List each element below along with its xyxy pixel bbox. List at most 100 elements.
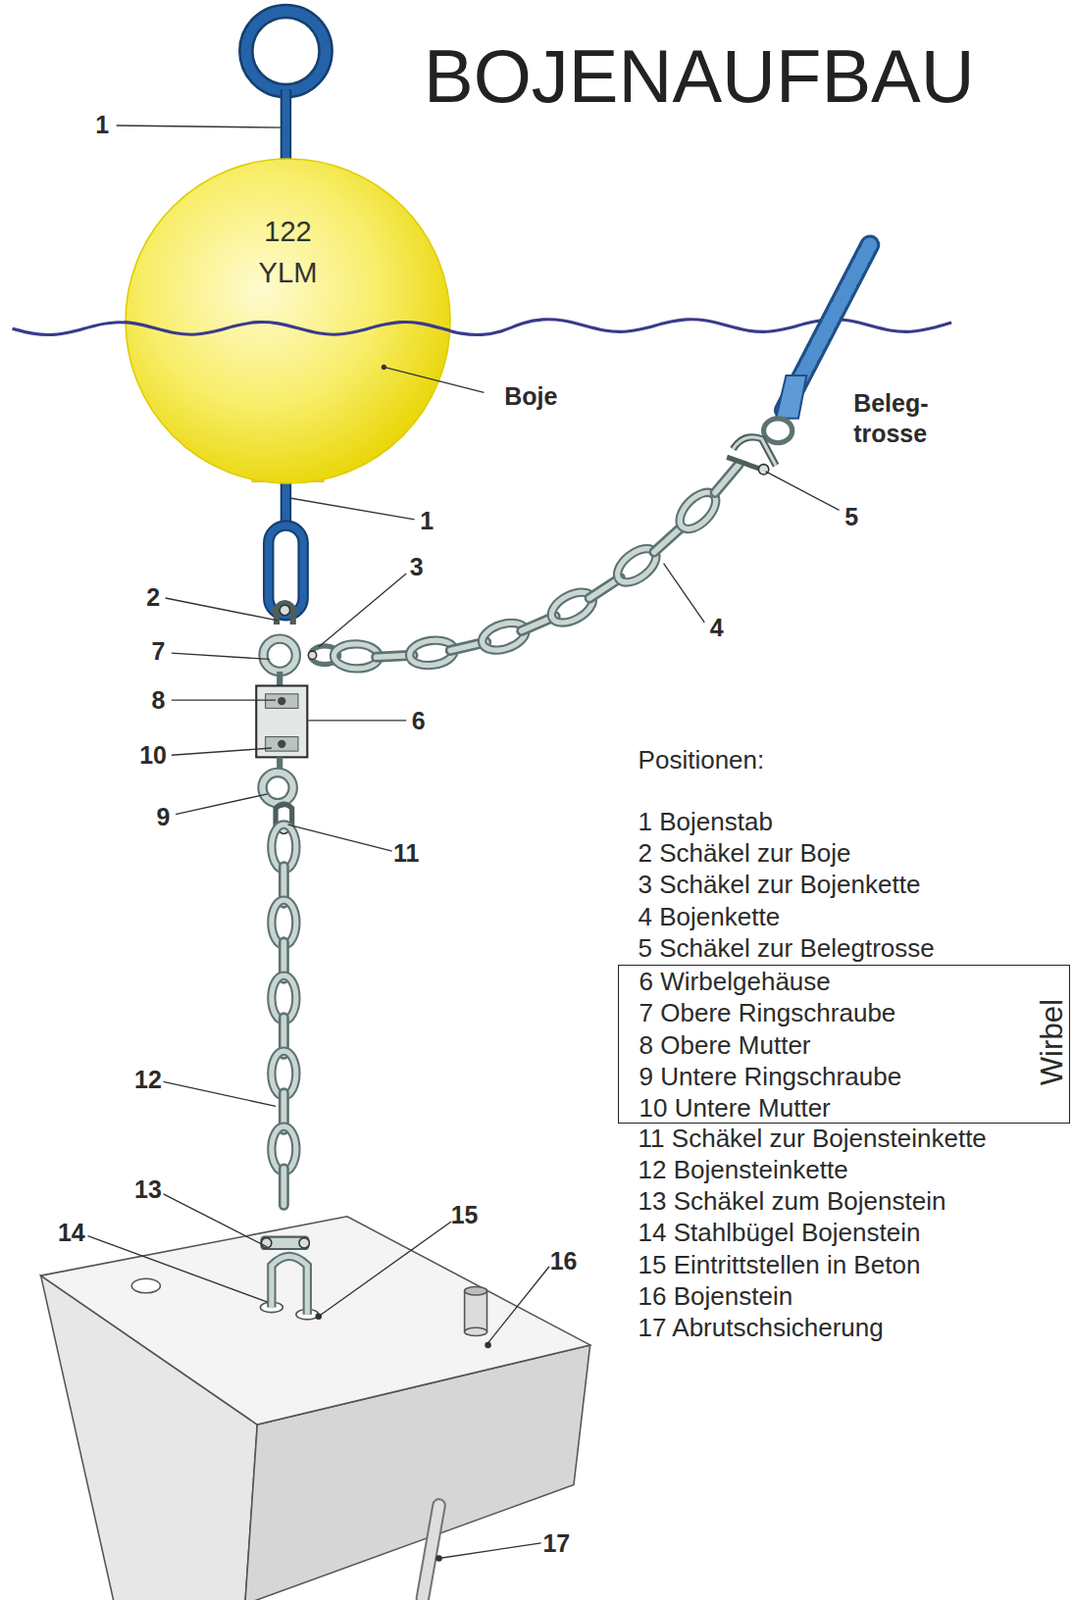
callout-number: 6 [411, 705, 426, 737]
leader-lines [163, 1194, 268, 1248]
leader-lines [163, 1081, 277, 1107]
parts-list-item: 16 Bojenstein [638, 1280, 794, 1313]
concrete-block [41, 1217, 591, 1600]
concrete-block [41, 1217, 591, 1426]
concrete-block [464, 1291, 488, 1333]
swivel-housing [255, 685, 307, 758]
shackle-to-buoy-chain [307, 651, 316, 660]
shackle-to-stone [299, 1238, 309, 1249]
anti-slip-pin [422, 1505, 440, 1599]
swivel-housing [265, 694, 299, 710]
list-heading: Positionen: [638, 744, 766, 776]
parts-list-item: 5 Schäkel zur Belegtrosse [638, 932, 935, 965]
parts-list-item: 1 Bojenstab [638, 806, 773, 838]
swivel-housing [265, 737, 299, 753]
callout-number: 15 [451, 1199, 479, 1231]
stone-chain [279, 1165, 288, 1211]
callout-number: 13 [134, 1174, 162, 1206]
buoy-chain [478, 617, 529, 656]
part-name: Beleg- trosse [853, 388, 956, 450]
leader-lines [171, 748, 272, 756]
illustration-group [11, 10, 952, 1600]
upper-eye-bolt [263, 639, 297, 672]
lower-eye-bolt [262, 757, 294, 804]
parts-list-item: 10 Untere Mutter [639, 1092, 831, 1125]
concrete-block [464, 1287, 488, 1296]
shackle-to-buoy [276, 603, 294, 625]
leader-lines [318, 573, 408, 648]
lower-eye-bolt [262, 772, 294, 804]
steel-bracket [271, 1256, 307, 1315]
parts-list-item: 12 Bojensteinkette [638, 1154, 849, 1186]
parts-list-item: 13 Schäkel zum Bojenstein [638, 1185, 947, 1218]
leader-lines [488, 1267, 550, 1344]
mooring-rope [764, 418, 793, 444]
shackle-to-stone [260, 1237, 309, 1250]
callout-number: 7 [151, 635, 165, 667]
leader-lines [439, 1543, 542, 1560]
callout-number: 8 [151, 684, 165, 716]
leader-lines [288, 824, 393, 852]
upper-eye-bolt [263, 639, 297, 672]
callout-number: 12 [134, 1064, 162, 1096]
callout-number: 5 [844, 501, 859, 533]
buoy-chain [478, 617, 529, 656]
leader-lines [485, 1342, 491, 1348]
callout-number: 10 [139, 739, 167, 771]
parts-list-item: 6 Wirbelgehäuse [639, 966, 831, 998]
callout-number: 1 [95, 108, 109, 141]
callout-number: 3 [409, 551, 424, 583]
shackle-to-mooring-rope [726, 437, 776, 475]
callout-number: 16 [550, 1244, 578, 1277]
callout-number: 17 [542, 1528, 570, 1560]
swivel-housing [277, 740, 286, 749]
callout-number: 2 [146, 581, 160, 614]
group-label: Wirbel [1036, 998, 1069, 1085]
mooring-rope [775, 375, 807, 419]
buoy-number: 122 YLM [124, 211, 452, 294]
callout-number: 1 [419, 505, 434, 537]
stone-chain [271, 824, 297, 1210]
swivel-parts-box: 6 Wirbelgehäuse7 Obere Ringschraube8 Obe… [617, 965, 1071, 1125]
buoy-chain [709, 459, 745, 499]
upper-eye-bolt [263, 639, 297, 690]
part-name: Boje [504, 380, 558, 412]
parts-list-item: 14 Stahlbügel Bojenstein [638, 1217, 921, 1249]
leader-lines [171, 653, 270, 660]
lower-eye-bolt [262, 772, 294, 804]
buoy-outline [11, 158, 952, 484]
leader-lines [315, 1314, 321, 1320]
callout-number: 9 [156, 801, 171, 833]
parts-list-item: 8 Obere Mutter [639, 1029, 812, 1062]
steel-bracket [259, 1256, 318, 1321]
anti-slip-pin [422, 1505, 440, 1599]
leader-lines [436, 1556, 442, 1562]
anti-slip-pin [422, 1505, 440, 1599]
shackle-to-buoy [271, 603, 299, 625]
swivel-housing [255, 685, 307, 758]
concrete-block [464, 1328, 488, 1336]
leader-lines [171, 699, 276, 701]
leader-lines [175, 794, 268, 816]
parts-list-item: 4 Bojenkette [638, 901, 781, 933]
callout-number: 14 [57, 1217, 86, 1249]
buoy-rod [246, 10, 326, 91]
parts-list-item: 7 Obere Ringschraube [639, 997, 897, 1029]
parts-list-item: 3 Schäkel zur Bojenkette [638, 868, 921, 901]
concrete-block [131, 1278, 160, 1294]
buoy-outline [11, 319, 952, 336]
parts-list-item: 15 Eintrittstellen in Beton [638, 1249, 921, 1281]
parts-list-item: 17 Abrutschsicherung [638, 1312, 884, 1344]
leader-lines [165, 598, 279, 621]
leader-lines [318, 1222, 452, 1318]
parts-list-item: 11 Schäkel zur Bojensteinkette [638, 1122, 987, 1154]
callout-number: 4 [710, 612, 724, 644]
buoy-outline [383, 367, 484, 394]
parts-list-item: 2 Schäkel zur Boje [638, 837, 852, 869]
diagram-title: BOJENAUFBAU [423, 39, 975, 114]
leader-lines [88, 1236, 268, 1304]
parts-list-item: 9 Untere Ringschraube [639, 1061, 903, 1093]
leader-lines [664, 563, 706, 623]
buoy-chain [333, 459, 745, 670]
